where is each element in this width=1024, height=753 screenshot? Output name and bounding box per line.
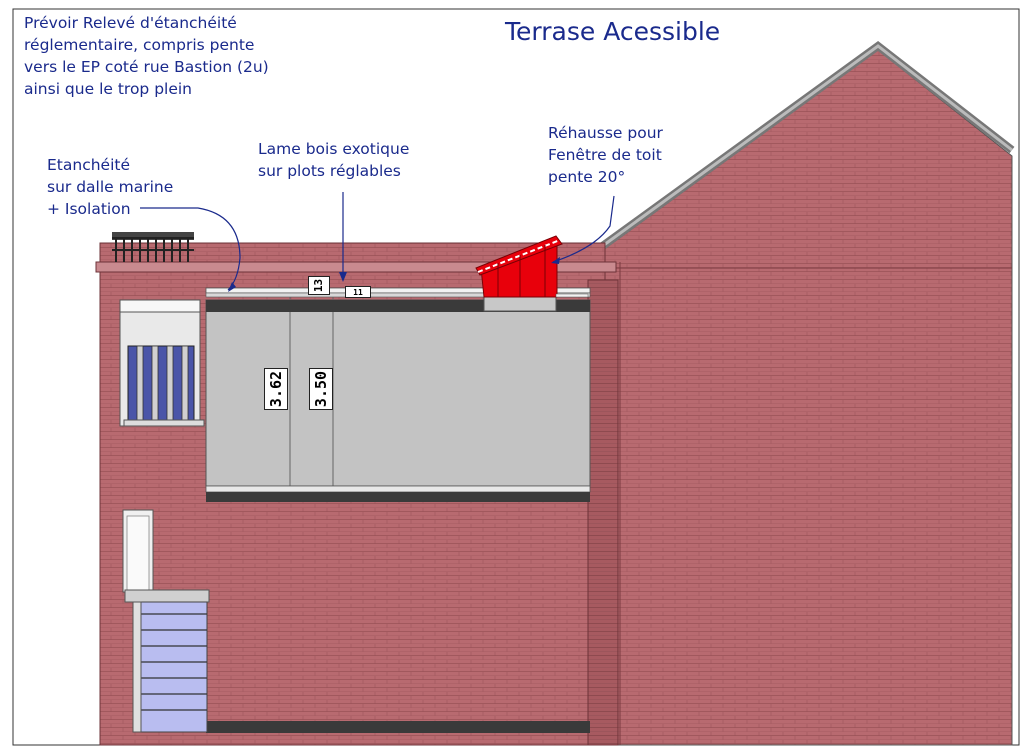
terrace-section <box>205 287 591 733</box>
dimension-label-350: 3.50 <box>309 368 333 410</box>
annotation-leaders <box>140 192 615 292</box>
leader-etancheite <box>140 207 241 291</box>
staircase <box>132 601 208 733</box>
dimension-label-362: 3.62 <box>264 368 288 410</box>
gabled-building <box>594 40 1015 746</box>
dimension-value-350: 3.50 <box>312 370 330 408</box>
drawing-title: Terrase Acessible <box>505 17 721 46</box>
dimension-value-362: 3.62 <box>267 370 285 408</box>
left-window-bay <box>119 299 205 427</box>
skylight-raise <box>475 235 589 312</box>
dimension-label-13: 13 <box>308 276 330 295</box>
rooftop-railing <box>112 232 194 262</box>
left-doorway <box>122 509 210 603</box>
dimension-value-11: 11 <box>353 287 363 297</box>
note-lame-bois: Lame bois exotique sur plots réglables <box>258 140 410 180</box>
leader-rehausse <box>552 195 615 263</box>
dimension-value-13: 13 <box>312 278 326 293</box>
note-etancheite-isolation: Etanchéité sur dalle marine + Isolation <box>47 156 174 218</box>
note-rehausse-fenetre: Réhausse pour Fenêtre de toit pente 20° <box>548 124 663 186</box>
note-releve-etancheite: Prévoir Relevé d'étanchéité réglementair… <box>24 14 269 98</box>
dimension-label-11: 11 <box>345 286 371 298</box>
